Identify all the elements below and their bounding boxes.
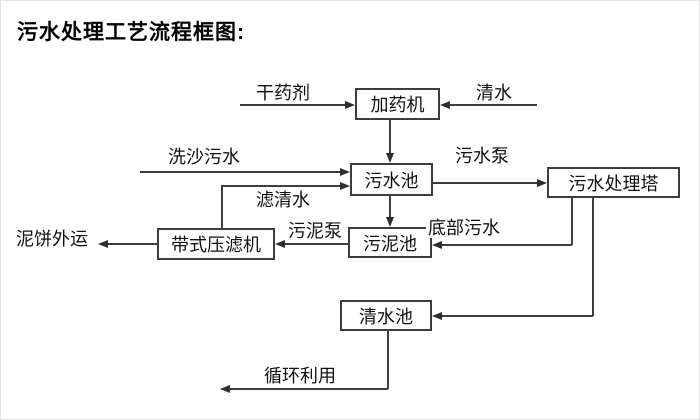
arrowhead-left-icon [432, 241, 442, 249]
arrowhead-right-icon [345, 101, 355, 109]
arrowhead-left-icon [440, 101, 450, 109]
connector-bottom-sewage-horizontal [442, 244, 572, 246]
flow-label-filtered-clear-water: 滤清水 [254, 190, 312, 210]
arrowhead-down-icon [386, 153, 394, 163]
arrowhead-left-icon [275, 240, 285, 248]
arrowhead-right-icon [340, 182, 350, 190]
node-clear-water-pool: 清水池 [340, 300, 432, 331]
arrowhead-right-icon [340, 168, 350, 176]
arrowhead-left-icon [98, 240, 108, 248]
arrowhead-down-icon [386, 217, 394, 227]
connector-recycling-vertical [387, 331, 389, 389]
connector-sand-washing-sewage-to-sewage-pool [140, 171, 340, 173]
flow-label-clear-water: 清水 [474, 83, 514, 103]
connector-filtered-clear-water-horizontal [221, 185, 340, 187]
flow-label-sand-washing-sewage: 洗沙污水 [166, 147, 242, 167]
connector-dry-chemical-to-dosing-machine [240, 104, 347, 106]
connector-sewage-pool-to-sludge-pool [389, 196, 391, 218]
node-sludge-pool: 污泥池 [348, 227, 432, 258]
page-title: 污水处理工艺流程框图: [17, 21, 245, 44]
arrowhead-left-icon [432, 312, 442, 320]
flow-label-bottom-sewage: 底部污水 [426, 218, 502, 238]
flow-label-dry-chemical: 干药剂 [254, 83, 312, 103]
connector-tower-to-clear-water-pool-vertical [592, 197, 594, 316]
connector-sludge-pool-to-belt-filter-press [285, 243, 348, 245]
arrowhead-right-icon [537, 179, 547, 187]
flow-label-recycling: 循环利用 [262, 366, 338, 386]
node-dosing-machine: 加药机 [355, 88, 440, 120]
node-sewage-pool: 污水池 [350, 163, 433, 196]
node-belt-filter-press: 带式压滤机 [157, 228, 275, 260]
connector-recycling-horizontal [230, 388, 388, 390]
flow-label-mud-cake-out: 泥饼外运 [14, 229, 90, 249]
arrowhead-left-icon [220, 385, 230, 393]
node-sewage-treatment-tower: 污水处理塔 [547, 167, 680, 198]
connector-sewage-pool-to-tower [433, 182, 537, 184]
connector-tower-to-clear-water-pool-horizontal [442, 315, 593, 317]
connector-belt-filter-press-to-mud-cake-out [108, 243, 157, 245]
connector-filtered-clear-water-vertical [221, 185, 223, 228]
connector-bottom-sewage-vertical [571, 197, 573, 245]
flow-label-sewage-pump: 污水泵 [453, 146, 511, 166]
connector-dosing-machine-to-sewage-pool [389, 120, 391, 156]
flow-label-sludge-pump: 污泥泵 [286, 221, 344, 241]
connector-clear-water-to-dosing-machine [450, 104, 537, 106]
